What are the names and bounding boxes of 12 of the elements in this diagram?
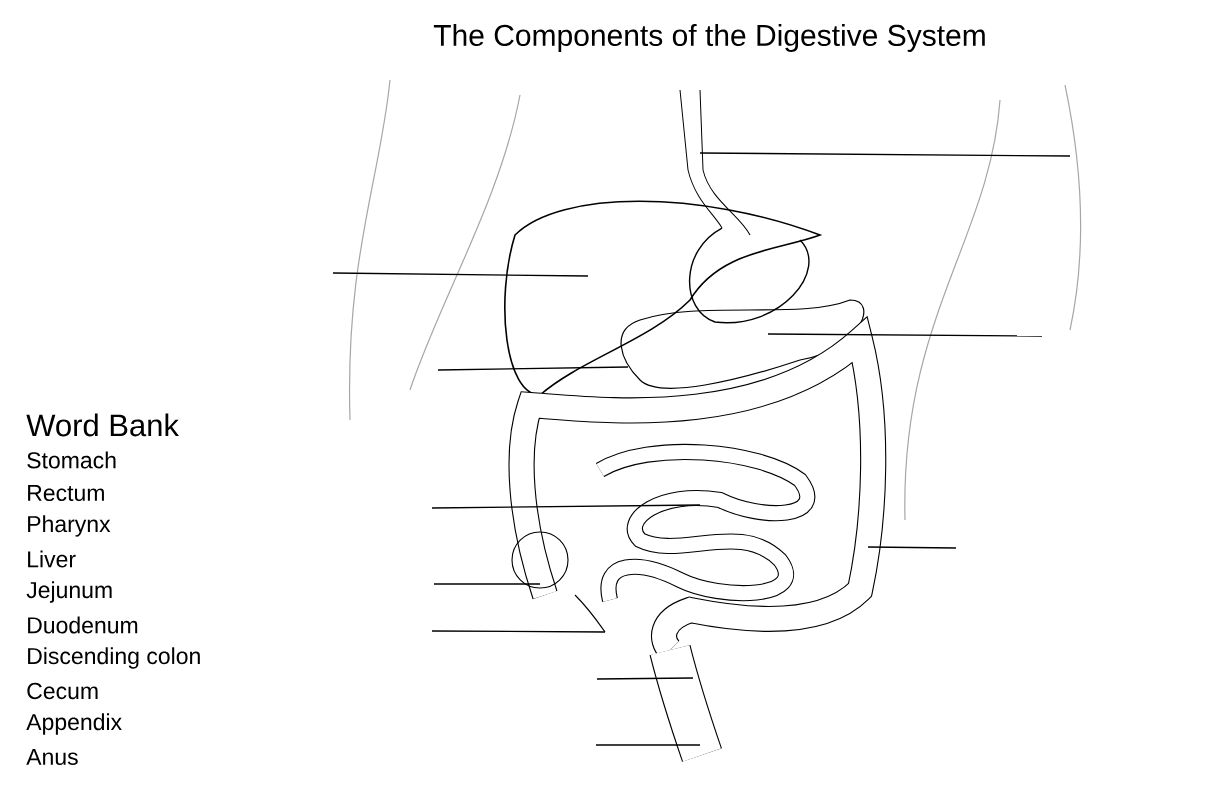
word-bank-item: Jejunum — [26, 581, 112, 603]
word-bank-item: Stomach — [27, 451, 116, 469]
title: The Components of the Digestive System — [433, 24, 985, 52]
word-bank-item: Rectum — [28, 485, 104, 502]
word-bank-item: Discending colon — [28, 647, 200, 669]
word-bank-item: Liver — [28, 550, 76, 568]
word-bank-item: Appendix — [26, 713, 122, 735]
word-bank-item: Anus — [26, 749, 78, 766]
word-bank-item: Cecum — [27, 682, 98, 700]
word-bank-item: Pharynx — [28, 515, 111, 537]
word-bank-item: Duodenum — [28, 616, 138, 634]
word-bank-heading: Word Bank — [26, 413, 179, 437]
